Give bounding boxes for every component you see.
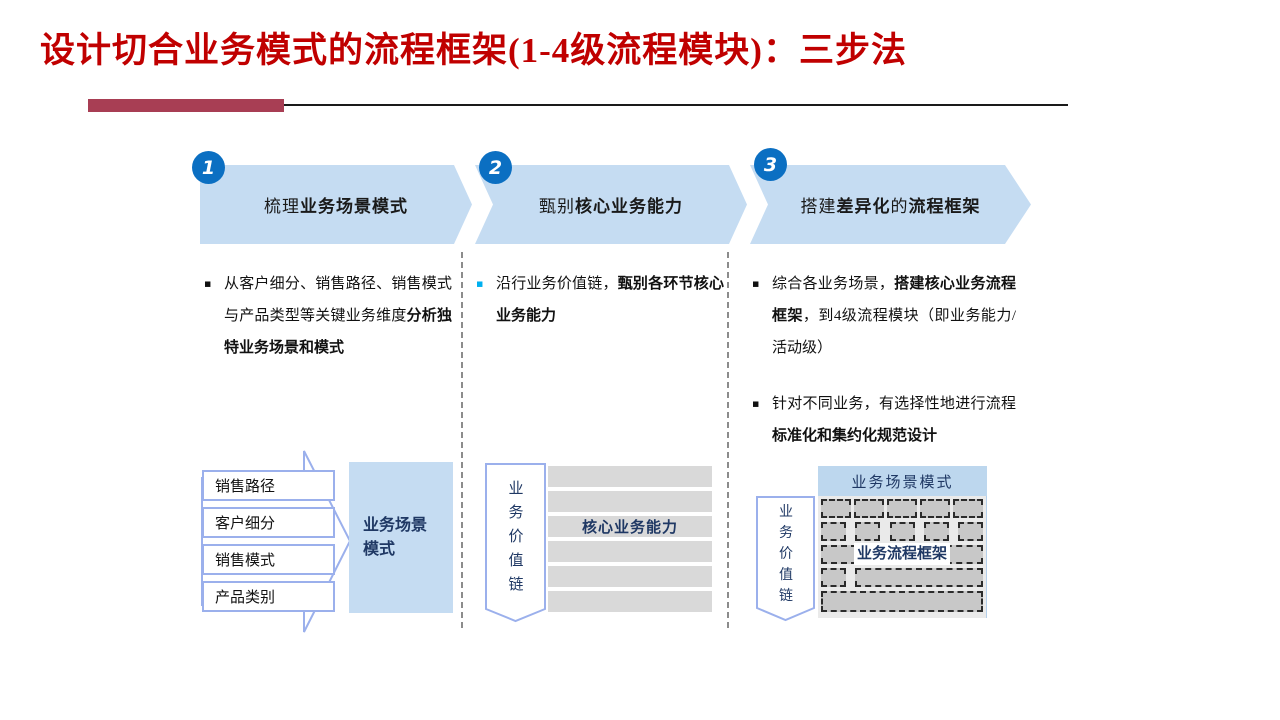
step-2-bullets: ▪ 沿行业务价值链，甄别各环节核心业务能力 (476, 268, 724, 332)
scenario-model-header: 业务场景模式 (818, 466, 987, 496)
bullet-item: ▪ 综合各业务场景，搭建核心业务流程框架，到4级流程模块（即业务能力/活动级） (752, 268, 1016, 364)
bullet-text: 针对不同业务，有选择性地进行流程标准化和集约化规范设计 (772, 396, 1016, 444)
step-number-badge-3: 3 (754, 148, 787, 181)
step-number-badge-2: 2 (479, 151, 512, 184)
framework-row (821, 522, 983, 541)
gray-bar (548, 466, 712, 487)
process-module-box (854, 499, 884, 518)
bullet-text: 综合各业务场景，搭建核心业务流程框架，到4级流程模块（即业务能力/活动级） (772, 276, 1016, 356)
value-chain-label: 业务价值链 (779, 505, 793, 604)
column-divider-1 (461, 252, 463, 628)
bullet-marker: ▪ (476, 277, 484, 290)
bullet-marker: ▪ (752, 397, 760, 410)
step-banner-2: 甄别核心业务能力 (475, 165, 747, 244)
banner-1-text: 梳理业务场景模式 (264, 197, 408, 216)
process-module-box (821, 591, 983, 612)
process-module-box (923, 522, 949, 541)
bullet-item: ▪ 从客户细分、销售路径、销售模式与产品类型等关键业务维度分析独特业务场景和模式 (204, 268, 452, 364)
framework-row (821, 499, 983, 518)
step-banner-3: 搭建差异化的流程框架 (750, 165, 1031, 244)
bullet-marker: ▪ (752, 277, 760, 290)
gray-bar (548, 541, 712, 562)
step-number-badge-1: 1 (192, 151, 225, 184)
process-module-box (855, 522, 881, 541)
process-module-box (887, 499, 917, 518)
process-module-box (953, 499, 983, 518)
value-chain-label: 业务价值链 (508, 481, 524, 593)
input-box-customer-segment: 客户细分 (202, 507, 335, 538)
title-underline (284, 104, 1068, 106)
banner-2-text: 甄别核心业务能力 (539, 197, 683, 216)
title-accent-bar (88, 99, 284, 112)
scenario-model-box: 业务场景模式 (349, 462, 453, 613)
column-divider-2 (727, 252, 729, 628)
gray-bar (548, 491, 712, 512)
value-chain-pentagon (756, 496, 815, 622)
capability-bars: 核心业务能力 (548, 466, 712, 616)
framework-grid: 业务流程框架 (818, 496, 987, 618)
process-module-box (855, 568, 983, 587)
process-module-box (920, 499, 950, 518)
process-module-box (889, 522, 915, 541)
process-module-box (958, 522, 983, 541)
step-1-bullets: ▪ 从客户细分、销售路径、销售模式与产品类型等关键业务维度分析独特业务场景和模式 (204, 268, 452, 364)
gray-bar (548, 591, 712, 612)
input-box-product-category: 产品类别 (202, 581, 335, 612)
bullet-text: 从客户细分、销售路径、销售模式与产品类型等关键业务维度分析独特业务场景和模式 (224, 276, 452, 356)
bullet-marker: ▪ (204, 277, 212, 290)
value-chain-pentagon (485, 463, 546, 623)
input-box-sales-path: 销售路径 (202, 470, 335, 501)
framework-row: 业务流程框架 (821, 543, 983, 565)
step-banner-1: 梳理业务场景模式 (200, 165, 472, 244)
gray-bar (548, 566, 712, 587)
core-capability-bar: 核心业务能力 (548, 516, 712, 537)
framework-row (821, 568, 983, 587)
bullet-item: ▪ 针对不同业务，有选择性地进行流程标准化和集约化规范设计 (752, 388, 1016, 452)
bullet-item: ▪ 沿行业务价值链，甄别各环节核心业务能力 (476, 268, 724, 332)
process-module-box (821, 499, 851, 518)
input-box-sales-model: 销售模式 (202, 544, 335, 575)
process-module-box (821, 568, 846, 587)
process-module-box (821, 522, 846, 541)
step-3-bullets: ▪ 综合各业务场景，搭建核心业务流程框架，到4级流程模块（即业务能力/活动级） … (752, 268, 1016, 452)
page-title: 设计切合业务模式的流程框架(1-4级流程模块)：三步法 (40, 31, 907, 70)
framework-title-label: 业务流程框架 (853, 543, 951, 565)
framework-row (821, 591, 983, 612)
banner-3-text: 搭建差异化的流程框架 (800, 197, 981, 216)
bullet-text: 沿行业务价值链，甄别各环节核心业务能力 (496, 276, 724, 324)
